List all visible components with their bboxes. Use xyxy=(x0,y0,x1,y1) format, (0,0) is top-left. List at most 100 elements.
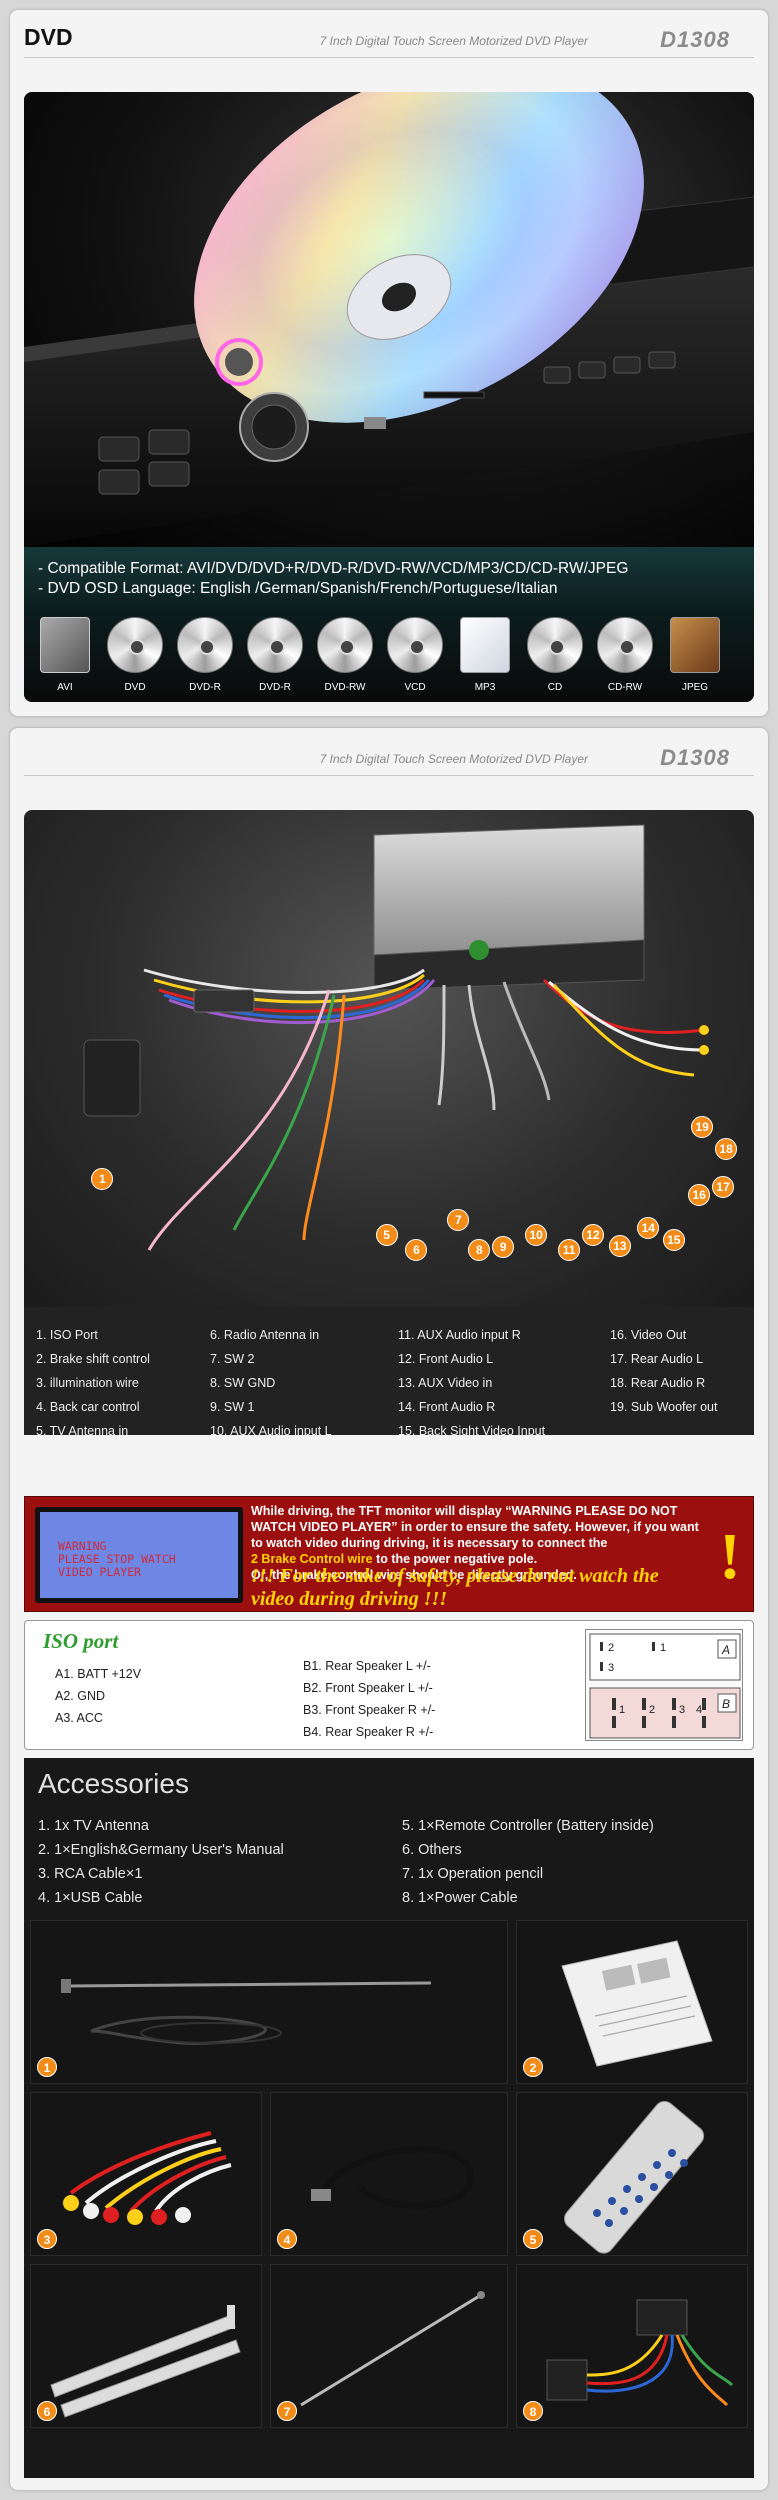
connector-pin-label: 1 xyxy=(619,1704,625,1716)
format-dvd-item: DVD xyxy=(104,615,166,693)
mounting-keys-image xyxy=(50,2305,241,2418)
panel-subtitle: 7 Inch Digital Touch Screen Motorized DV… xyxy=(319,34,588,48)
accessory-list-item: 5. 1×Remote Controller (Battery inside) xyxy=(402,1818,654,1834)
wiring-callout-16: 16 xyxy=(688,1183,711,1206)
exclamation-icon: ! xyxy=(719,1520,741,1593)
panel-subtitle: 7 Inch Digital Touch Screen Motorized DV… xyxy=(319,752,588,766)
iso-b-pins: B1. Rear Speaker L +/-B2. Front Speaker … xyxy=(303,1655,435,1743)
format-label: DVD xyxy=(124,682,146,693)
accessory-list-item: 2. 1×English&Germany User's Manual xyxy=(38,1842,284,1858)
wiring-accessories-panel: 7 Inch Digital Touch Screen Motorized DV… xyxy=(10,728,768,2490)
accessory-list-item: 3. RCA Cable×1 xyxy=(38,1866,143,1882)
wiring-callout-1: 1 xyxy=(91,1168,114,1191)
safety-message: !!! For the sake of safety, please do no… xyxy=(251,1565,659,1610)
wiring-callout-19: 19 xyxy=(691,1115,714,1138)
wiring-legend-item: 7. SW 2 xyxy=(210,1352,255,1366)
tile-number: 3 xyxy=(37,2229,57,2249)
warning-text-emphasis: “WARNING PLEASE DO NOT WATCH VIDEO PLAYE… xyxy=(251,1504,678,1534)
format-label: AVI xyxy=(57,682,73,693)
wiring-callout-10: 10 xyxy=(525,1224,548,1247)
wiring-legend-item: 18. Rear Audio R xyxy=(610,1376,706,1390)
disc-icon xyxy=(177,617,233,673)
wiring-legend-item: 16. Video Out xyxy=(610,1328,687,1342)
connector-pin-label: 3 xyxy=(608,1662,614,1674)
format-label: DVD-RW xyxy=(324,682,366,693)
wiring-callout-5: 5 xyxy=(375,1224,398,1247)
connector-pin-label: 2 xyxy=(649,1704,655,1716)
format-cd-item: CD xyxy=(524,615,586,693)
wiring-callout-6: 6 xyxy=(405,1239,428,1262)
header-divider xyxy=(24,57,754,58)
wiring-legend-item: 8. SW GND xyxy=(210,1376,276,1390)
usb-cable-image xyxy=(311,2146,475,2209)
format-label: DVD-R xyxy=(189,682,221,693)
wiring-legend-item: 15. Back Sight Video Input xyxy=(398,1424,546,1438)
iso-pinout-illustration: 2 1 3 A 1 2 3 4 B xyxy=(589,1633,741,1739)
rca-cable-image xyxy=(63,2131,232,2225)
wiring-legend-item: 19. Sub Woofer out xyxy=(610,1400,718,1414)
dvd-product-image: - Compatible Format: AVI/DVD/DVD+R/DVD-R… xyxy=(24,92,754,702)
accessory-list-item: 1. 1x TV Antenna xyxy=(38,1818,149,1834)
format-dvd-rw-item: DVD-RW xyxy=(314,615,376,693)
format-label: DVD-R xyxy=(259,682,291,693)
disc-icon xyxy=(597,617,653,673)
panel-header: 7 Inch Digital Touch Screen Motorized DV… xyxy=(10,728,768,786)
connector-pin-label: 3 xyxy=(679,1704,685,1716)
tile-operation-pencil: 7 xyxy=(270,2264,508,2428)
wiring-callout-12: 12 xyxy=(581,1224,604,1247)
dvd-player-illustration xyxy=(24,92,754,547)
warning-screen-line: WARNING xyxy=(58,1539,107,1553)
music-file-icon xyxy=(460,617,510,673)
format-label: CD-RW xyxy=(607,682,643,693)
wiring-callout-7: 7 xyxy=(447,1209,470,1232)
accessory-list-item: 7. 1x Operation pencil xyxy=(402,1866,544,1882)
wiring-callout-17: 17 xyxy=(712,1175,735,1198)
wiring-callout-15: 15 xyxy=(662,1228,685,1251)
power-knob-ring xyxy=(215,338,263,386)
wiring-legend-item: 10. AUX Audio input L xyxy=(210,1424,332,1438)
model-number: D1308 xyxy=(660,27,730,52)
format-avi-item: AVI xyxy=(34,615,96,693)
wiring-legend-item: 5. TV Antenna in xyxy=(36,1424,129,1438)
format-label: JPEG xyxy=(681,682,709,693)
usb-port xyxy=(364,417,386,429)
warning-text-part: While driving, the TFT monitor will disp… xyxy=(251,1504,506,1518)
model-number: D1308 xyxy=(660,745,730,770)
tile-number: 4 xyxy=(277,2229,297,2249)
accessory-list-item: 6. Others xyxy=(402,1842,462,1858)
iso-pin-b: B1. Rear Speaker L +/- xyxy=(303,1659,431,1673)
wiring-callout-8: 8 xyxy=(468,1239,491,1262)
tile-number: 5 xyxy=(523,2229,543,2249)
connector-pin-label: 2 xyxy=(608,1642,614,1654)
disc-icon xyxy=(317,617,373,673)
tile-number: 2 xyxy=(523,2057,543,2077)
dvd-panel: DVD 7 Inch Digital Touch Screen Motorize… xyxy=(10,10,768,716)
warning-text-part: Or, the brake control wire should be dir… xyxy=(251,1568,577,1582)
disc-icon xyxy=(527,617,583,673)
wiring-callout-13: 13 xyxy=(608,1234,631,1257)
remote-controller-image xyxy=(564,2100,705,2254)
warning-screen-line: PLEASE STOP WATCH xyxy=(58,1552,176,1566)
wiring-legend-item: 14. Front Audio R xyxy=(398,1400,496,1414)
power-cable-image xyxy=(546,2299,734,2407)
format-label: MP3 xyxy=(474,682,496,693)
warning-text-part: to the power negative pole. xyxy=(372,1552,538,1566)
wiring-legend-item: 12. Front Audio L xyxy=(398,1352,494,1366)
tile-user-manual: 2 xyxy=(516,1920,748,2084)
format-dvd-r-item: DVD-R xyxy=(174,615,236,693)
iso-pin-a: A3. ACC xyxy=(55,1711,103,1725)
format-dvd-r-item: DVD-R xyxy=(244,615,306,693)
format-vcd-item: VCD xyxy=(384,615,446,693)
wiring-legend-item: 13. AUX Video in xyxy=(398,1376,493,1390)
tile-number: 1 xyxy=(37,2057,57,2077)
iso-port-title: ISO port xyxy=(43,1629,119,1653)
format-jpeg-item: JPEG xyxy=(664,615,726,693)
iso-pin-a: A2. GND xyxy=(55,1689,106,1703)
wiring-legend-item: 1. ISO Port xyxy=(36,1328,98,1342)
warning-screen-line: VIDEO PLAYER xyxy=(58,1565,142,1579)
